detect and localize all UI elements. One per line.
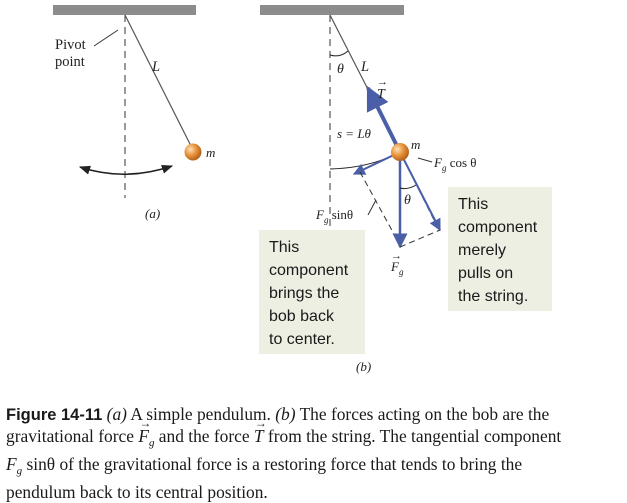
angle-label-top: θ <box>337 62 344 77</box>
ceiling-a <box>53 5 196 15</box>
gravity-label: Fg <box>390 259 404 277</box>
mass-label-b: m <box>411 137 420 152</box>
figure-caption: Figure 14-11 (a) A simple pendulum. (b) … <box>6 404 621 503</box>
fg-vector-symbol: Fg <box>138 413 154 454</box>
caption-line-3: Fg sinθ of the gravitational force is a … <box>6 454 523 477</box>
panel-label-b: (b) <box>356 359 371 374</box>
ceiling-b <box>260 5 404 15</box>
tension-arrow-glyph: → <box>377 76 388 88</box>
gravity-arrow-glyph: → <box>391 250 402 262</box>
swing-arrow-a <box>78 165 174 176</box>
note-left-line: brings the <box>269 285 340 302</box>
angle-arc-mid <box>399 184 417 190</box>
note-right-line: the string. <box>458 288 529 305</box>
arc-length <box>329 155 393 170</box>
note-left-line: This <box>269 239 300 256</box>
fg-cos-component <box>399 151 441 232</box>
pendulum-bob-a <box>184 143 202 161</box>
caption-line-4: pendulum back to its central position. <box>6 482 268 502</box>
mass-label-a: m <box>206 145 215 160</box>
pivot-leader-line <box>93 29 119 47</box>
caption-line-1: Figure 14-11 (a) A simple pendulum. (b) … <box>6 404 550 424</box>
note-left-line: bob back <box>269 308 334 325</box>
t-vector-symbol: T <box>254 413 267 447</box>
note-right-line: component <box>458 219 538 236</box>
caption-line-2: gravitational force Fg and the force T f… <box>6 413 621 454</box>
fg-cos-leader <box>417 157 433 163</box>
panel-label-a: (a) <box>145 206 160 221</box>
note-right-line: pulls on <box>458 265 514 282</box>
note-right-line: merely <box>458 242 507 259</box>
length-label-a: L <box>151 59 160 75</box>
fg-sin-label: Fg sinθ <box>315 207 353 225</box>
angle-label-mid: θ <box>404 193 411 208</box>
figure-label: Figure 14-11 <box>6 406 103 424</box>
note-left-line: to center. <box>269 331 335 348</box>
pendulum-bob-b <box>391 143 409 161</box>
pivot-label-line2: point <box>55 54 85 70</box>
cos-dashed <box>399 229 441 248</box>
length-label-b: L <box>360 59 369 75</box>
string-a <box>124 14 194 151</box>
tension-vector <box>366 85 402 153</box>
fg-sin-dashed <box>359 171 401 246</box>
fg-sin-leader <box>367 199 377 216</box>
note-restoring-component: This component brings the bob back to ce… <box>259 230 365 354</box>
arc-length-label: s = Lθ <box>337 126 372 141</box>
pivot-label-line1: Pivot <box>55 37 86 53</box>
note-left-line: component <box>269 262 349 279</box>
fg-cos-label: Fg cos θ <box>433 155 477 173</box>
tension-label: T <box>377 87 386 102</box>
angle-arc-top <box>329 50 349 57</box>
note-string-component: This component merely pulls on the strin… <box>448 187 552 311</box>
note-right-line: This <box>458 196 489 213</box>
pendulum-diagram: Pivot point L m (a) θ L T → s = Lθ Fg co… <box>53 5 477 374</box>
